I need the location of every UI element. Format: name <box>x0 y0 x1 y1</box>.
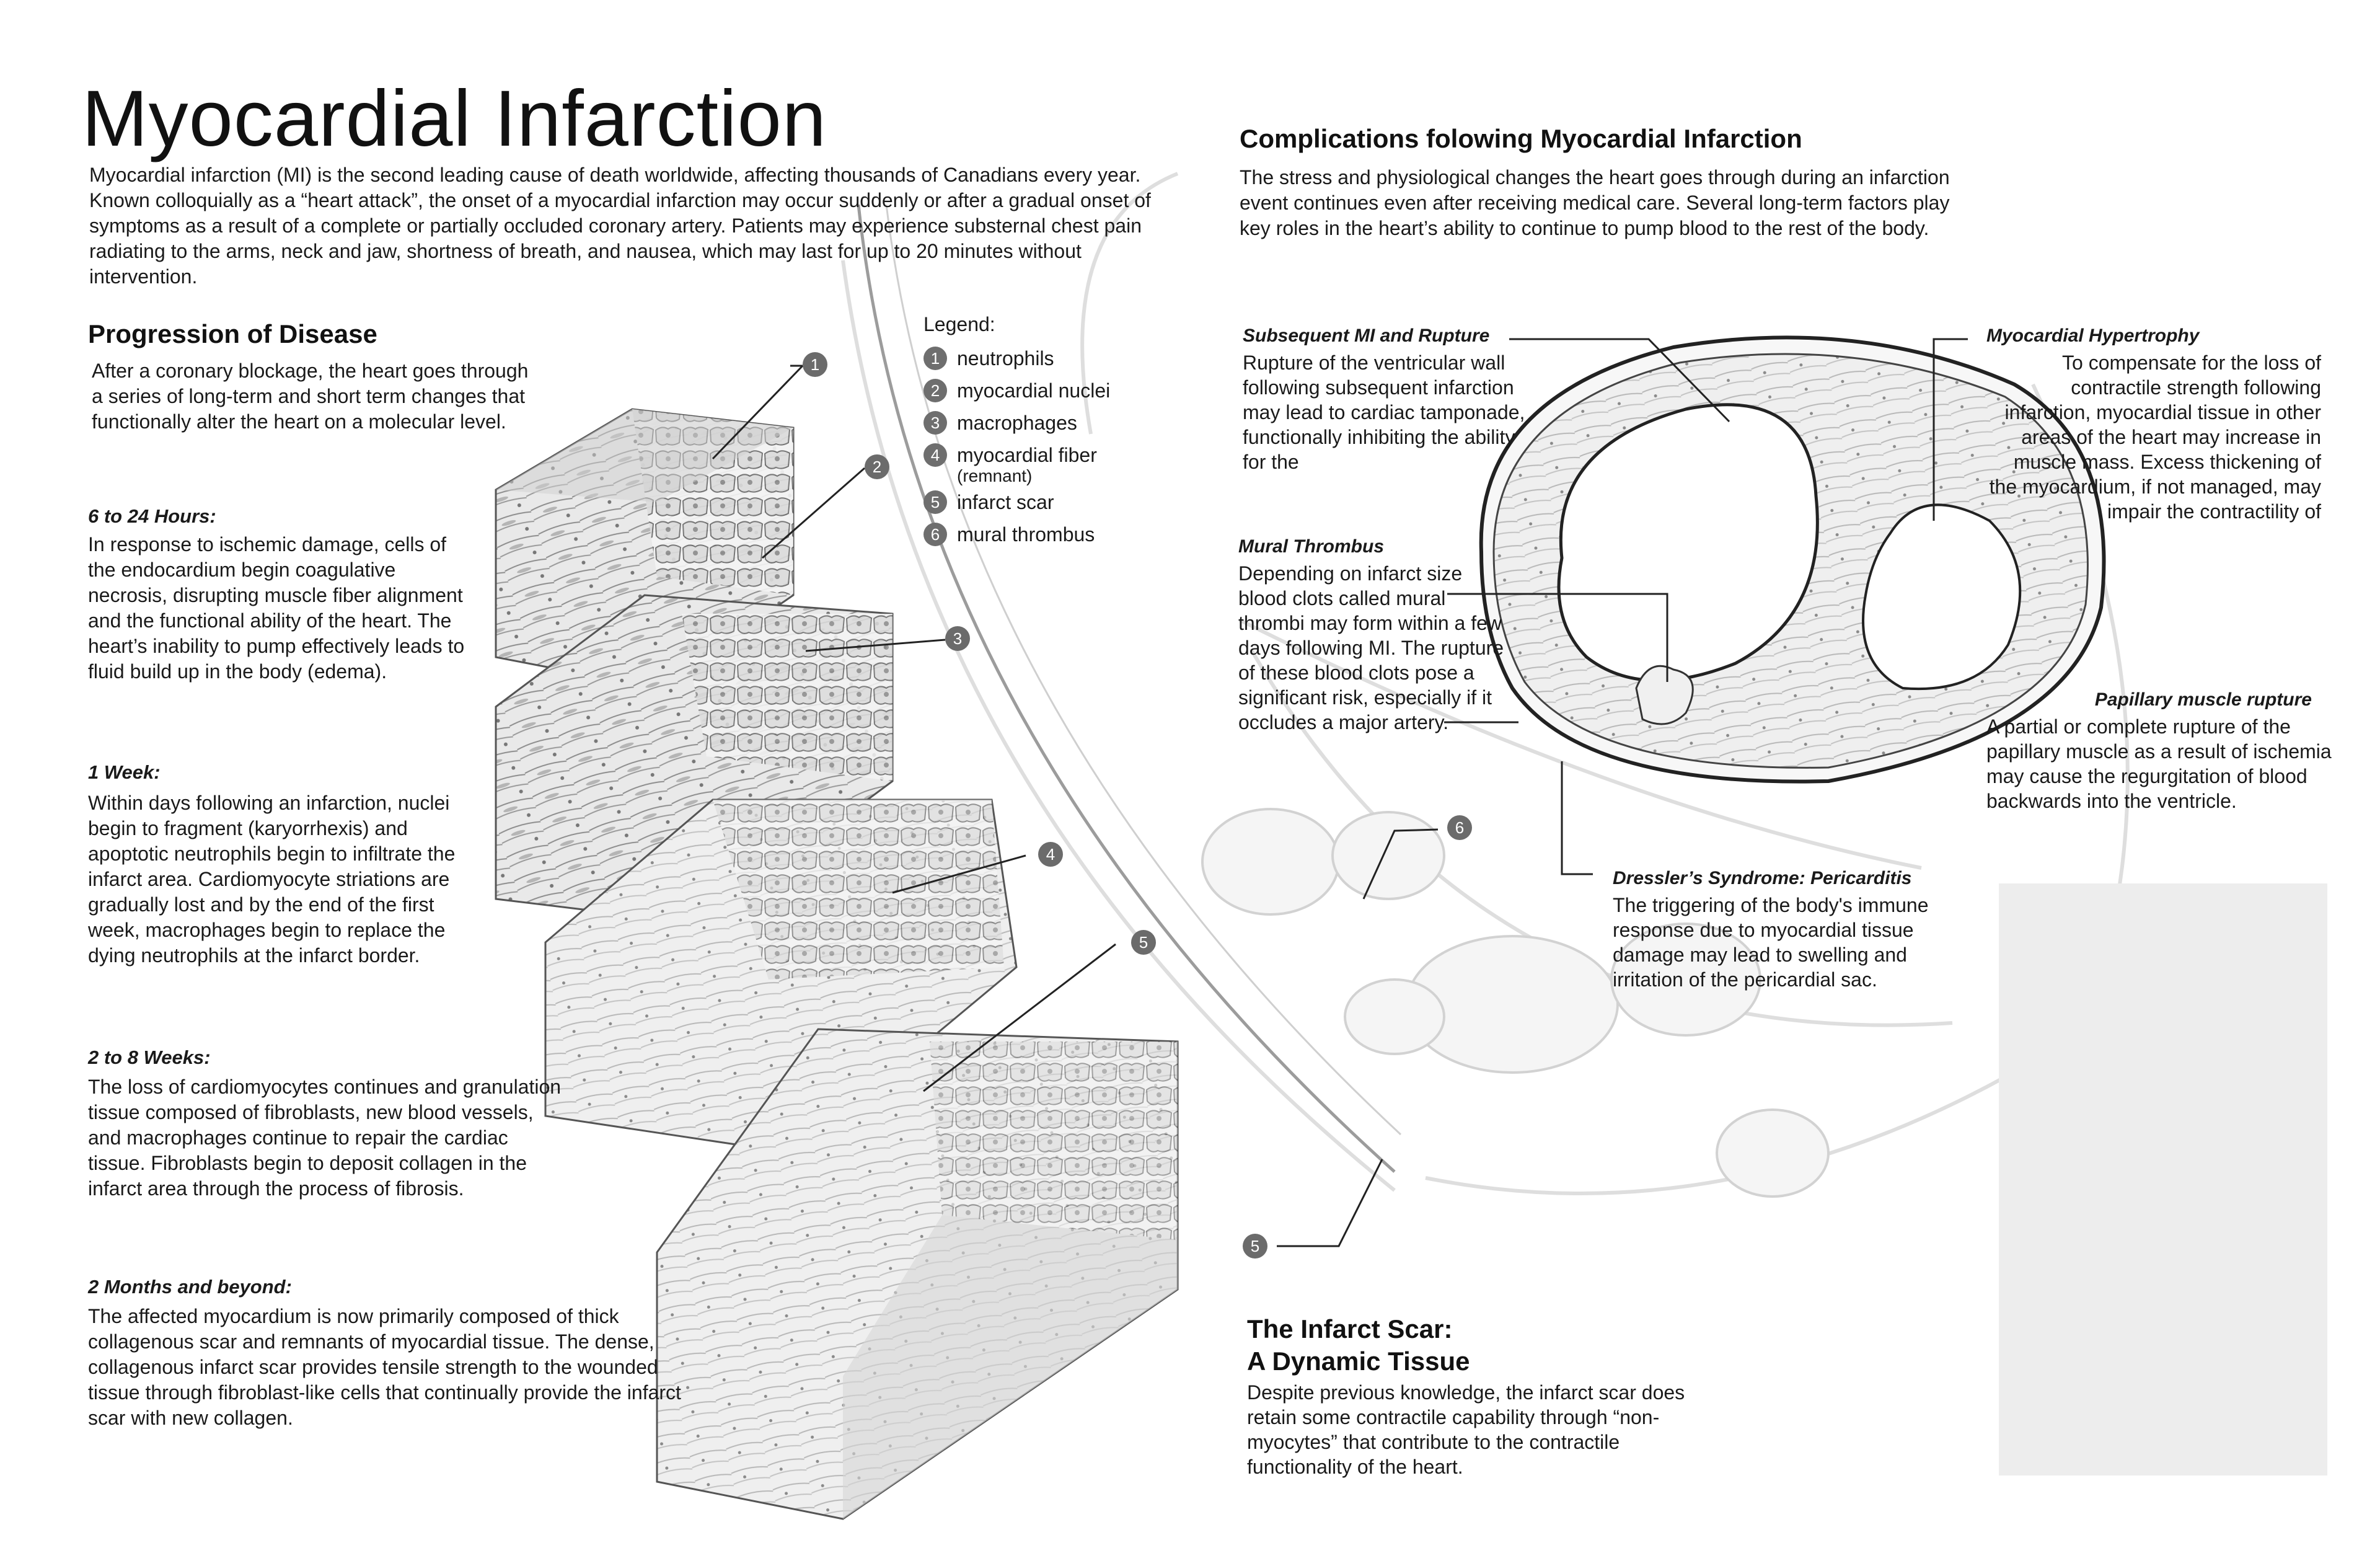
marker-5-scar: 5 <box>1243 1234 1267 1259</box>
hypertrophy-heading: Myocardial Hypertrophy <box>1986 325 2200 346</box>
legend-item-myocardial-nuclei: 2 myocardial nuclei <box>923 374 1184 407</box>
marker-4: 4 <box>1038 842 1063 867</box>
intro-paragraph: Myocardial infarction (MI) is the second… <box>89 164 1151 288</box>
legend-item-mural-thrombus: 6 mural thrombus <box>923 518 1184 551</box>
stage-heading-2-months: 2 Months and beyond: <box>88 1276 292 1298</box>
legend-label: myocardial fiber <box>957 443 1097 466</box>
infarct-curve <box>857 204 1396 1173</box>
legend-label: neutrophils <box>957 347 1054 369</box>
legend-number: 5 <box>923 490 947 514</box>
scar-heading-line1: The Infarct Scar: <box>1247 1314 1453 1343</box>
stage-heading-6-24h: 6 to 24 Hours: <box>88 505 216 527</box>
heart-cross-section <box>1479 335 2106 784</box>
marker-5: 5 <box>1131 930 1156 955</box>
complications-intro: The stress and physiological changes the… <box>1240 166 1950 239</box>
complications-heading: Complications folowing Myocardial Infarc… <box>1240 124 1802 153</box>
legend-title: Legend: <box>923 313 995 335</box>
stage-text-6-24h: In response to ischemic damage, cells of… <box>88 533 465 683</box>
leader-lines <box>712 338 1968 1247</box>
legend-item-neutrophils: 1 neutrophils <box>923 342 1184 374</box>
legend: Legend: 1 neutrophils 2 myocardial nucle… <box>923 313 1184 551</box>
legend-item-myocardial-fiber: 4 myocardial fiber <box>923 439 1184 471</box>
page-title: Myocardial Infarction <box>82 74 827 163</box>
rupture-text: Rupture of the ventricular wall followin… <box>1243 352 1525 473</box>
legend-number: 2 <box>923 379 947 402</box>
legend-item-infarct-scar: 5 infarct scar <box>923 486 1184 518</box>
legend-label: macrophages <box>957 411 1077 434</box>
legend-number: 1 <box>923 347 947 370</box>
stage-text-1-week: Within days following an infarction, nuc… <box>88 792 456 967</box>
scar-text: Despite previous knowledge, the infarct … <box>1247 1381 1685 1478</box>
placeholder-panel <box>1999 883 2327 1476</box>
legend-number: 3 <box>923 411 947 435</box>
dressler-text: The triggering of the body's immune resp… <box>1613 894 1929 991</box>
faint-heart-lobules <box>1201 808 1830 1198</box>
stage-heading-2-8-weeks: 2 to 8 Weeks: <box>88 1046 211 1068</box>
progression-heading: Progression of Disease <box>88 319 377 348</box>
legend-label: myocardial nuclei <box>957 379 1111 402</box>
marker-6: 6 <box>1447 815 1472 840</box>
legend-number: 4 <box>923 443 947 467</box>
marker-3: 3 <box>945 626 970 651</box>
thrombus-text: Depending on infarct size blood clots ca… <box>1238 562 1504 733</box>
progression-intro: After a coronary blockage, the heart goe… <box>92 360 529 433</box>
hypertrophy-text: To compensate for the loss of contractil… <box>1989 352 2321 523</box>
papillary-text: A partial or complete rupture of the pap… <box>1986 715 2332 812</box>
scar-heading-line2: A Dynamic Tissue <box>1247 1347 1470 1376</box>
stage-text-2-8-weeks: The loss of cardiomyocytes continues and… <box>88 1076 562 1200</box>
stage-text-2-months: The affected myocardium is now primarily… <box>88 1305 681 1429</box>
infarct-curve-inner <box>885 204 1402 1136</box>
marker-1: 1 <box>803 352 827 377</box>
dressler-heading: Dressler’s Syndrome: Pericarditis <box>1613 868 1912 888</box>
legend-item-macrophages: 3 macrophages <box>923 407 1184 439</box>
legend-number: 6 <box>923 523 947 546</box>
marker-2: 2 <box>865 454 889 479</box>
legend-sublabel: (remnant) <box>957 466 1033 485</box>
legend-label: mural thrombus <box>957 523 1095 546</box>
legend-label: infarct scar <box>957 490 1054 513</box>
rupture-heading: Subsequent MI and Rupture <box>1243 325 1490 346</box>
thrombus-heading: Mural Thrombus <box>1238 536 1385 557</box>
stage-heading-1-week: 1 Week: <box>88 761 161 783</box>
tissue-block-4 <box>656 1028 1179 1520</box>
papillary-heading: Papillary muscle rupture <box>2094 689 2312 710</box>
